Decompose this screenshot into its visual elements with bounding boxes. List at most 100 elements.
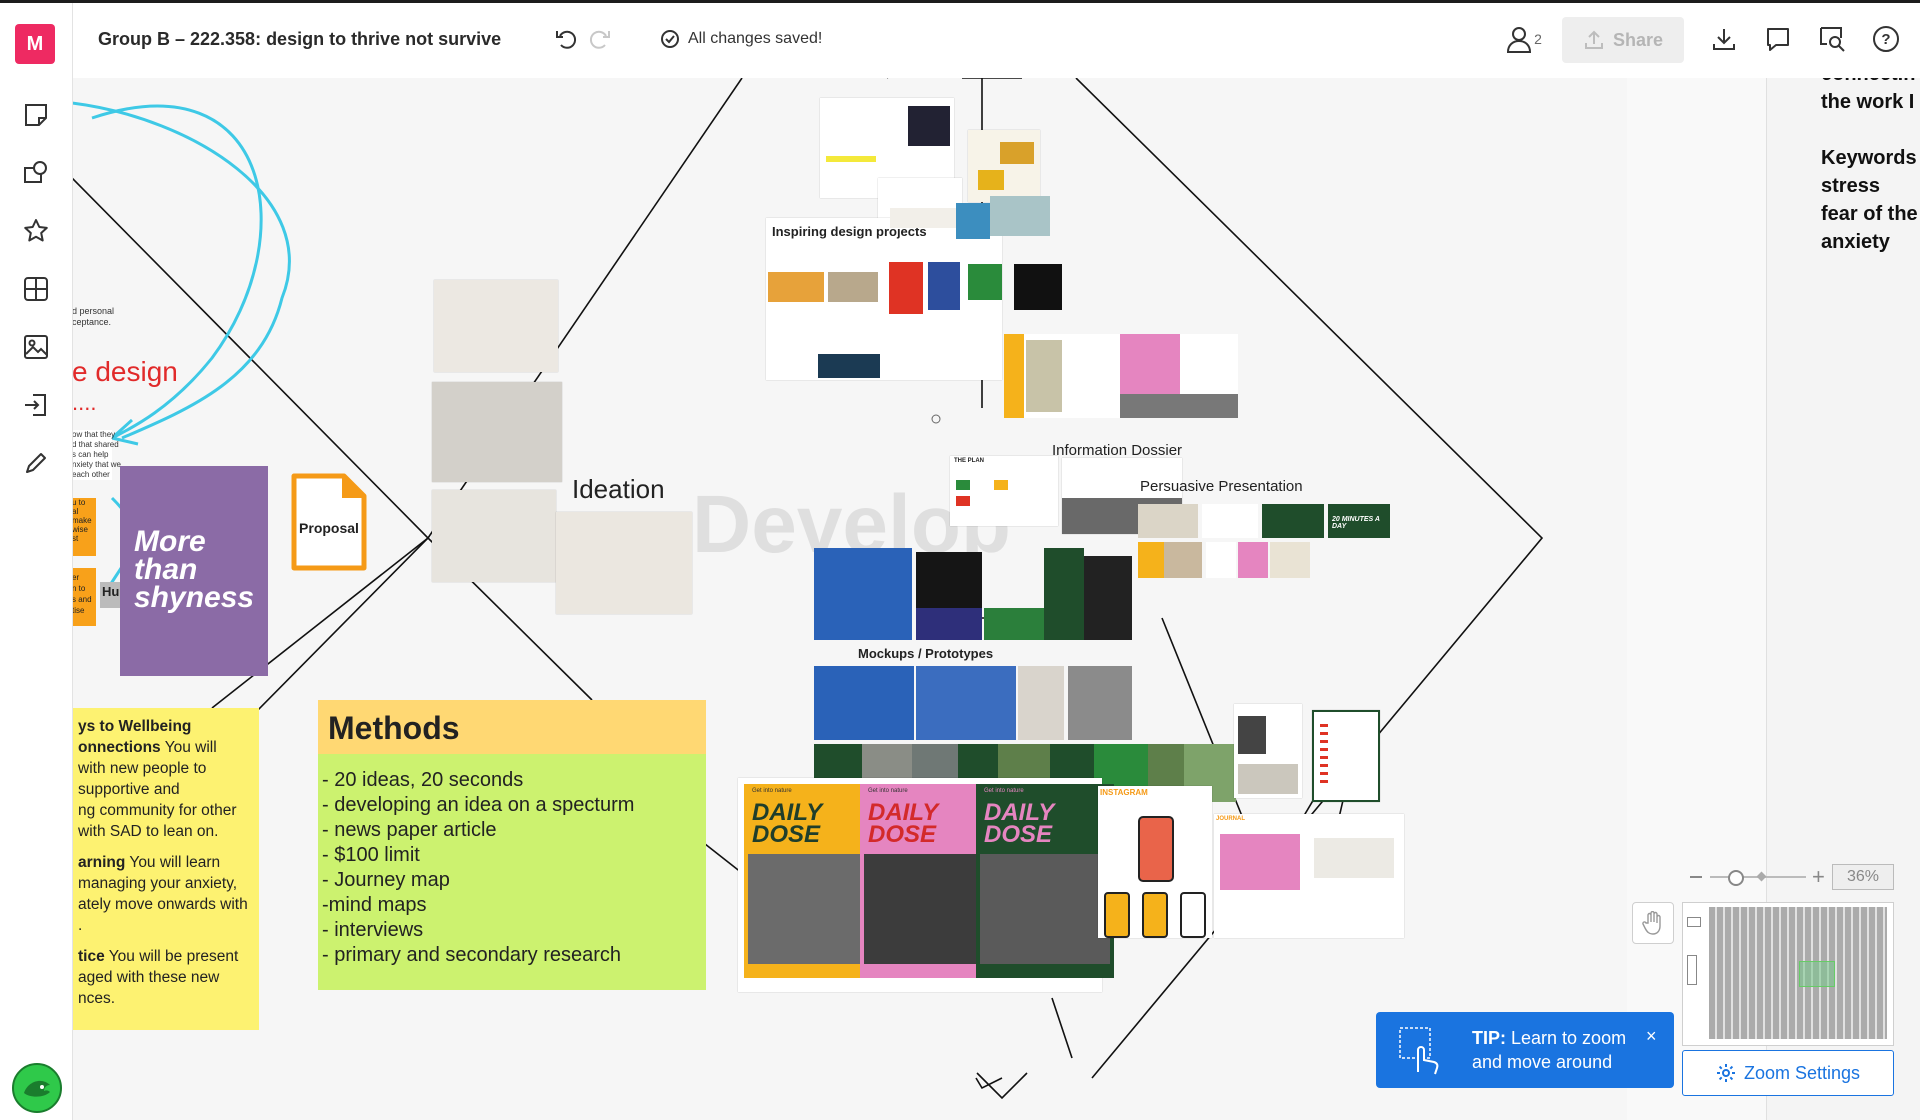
- wellbeing-sticky[interactable]: ys to Wellbeing onnections You will with…: [72, 708, 259, 1030]
- download-button[interactable]: [1706, 21, 1742, 57]
- mockup-photo[interactable]: [984, 608, 1046, 640]
- left-toolbar: M: [0, 3, 73, 1120]
- presentation-slide[interactable]: [1206, 542, 1236, 578]
- methods-sticky[interactable]: Methods - 20 ideas, 20 seconds - develop…: [318, 700, 706, 990]
- task-list-doc[interactable]: [1312, 710, 1380, 802]
- zoom-in-icon[interactable]: +: [1812, 864, 1825, 889]
- share-button[interactable]: Share: [1562, 17, 1684, 63]
- pan-hand-button[interactable]: [1632, 902, 1674, 944]
- orange-snippet: wise: [72, 525, 89, 534]
- tip-close-icon[interactable]: ×: [1646, 1026, 1657, 1046]
- daily-dose-poster-3[interactable]: Get into nature DAILY DOSE: [976, 784, 1114, 978]
- orange-sticky-1[interactable]: u to al make wise st: [72, 498, 96, 556]
- note-line: Keywords: [1821, 147, 1917, 169]
- mockup-photo[interactable]: [916, 608, 982, 640]
- mockup-photo[interactable]: [1068, 666, 1132, 740]
- methods-item: - news paper article: [322, 819, 497, 841]
- ideation-photo-3[interactable]: [432, 490, 556, 582]
- note-line: anxiety: [1821, 231, 1890, 253]
- board-title[interactable]: Group B – 222.358: design to thrive not …: [98, 29, 502, 49]
- undo-button[interactable]: [550, 23, 582, 55]
- presentation-slide[interactable]: [1238, 542, 1268, 578]
- mockup-photo[interactable]: [814, 548, 912, 640]
- phone-mockup: [1138, 816, 1174, 882]
- event-flyer[interactable]: [1234, 704, 1302, 798]
- zoom-level[interactable]: 36%: [1832, 864, 1894, 890]
- proposal-label: Proposal: [299, 520, 359, 536]
- favorites-tool[interactable]: [16, 211, 56, 251]
- plan-label: THE PLAN: [954, 458, 984, 464]
- research-doc-3[interactable]: [968, 130, 1040, 202]
- note-line: the work I: [1821, 91, 1915, 113]
- dossier-accent: [1120, 334, 1180, 398]
- wellbeing-line: ng community for other: [78, 802, 237, 819]
- daily-dose-poster-1[interactable]: Get into nature DAILY DOSE: [744, 784, 882, 978]
- upload-icon: [1584, 30, 1603, 49]
- comments-button[interactable]: [1760, 21, 1796, 57]
- minimap-content: [1709, 907, 1887, 1039]
- ideation-photo-1[interactable]: [434, 280, 558, 372]
- poster-photo: [748, 854, 878, 964]
- ideation-photo-2[interactable]: [432, 382, 562, 482]
- phone-mockup: [1104, 892, 1130, 938]
- proposal-doc[interactable]: Proposal: [290, 472, 368, 572]
- grid-tool[interactable]: [16, 269, 56, 309]
- pen-tool[interactable]: [16, 443, 56, 483]
- plan-doc[interactable]: THE PLAN: [950, 456, 1058, 526]
- instagram-board[interactable]: INSTAGRAM: [1098, 786, 1212, 938]
- board-canvas[interactable]: Develop d personal ceptance. e design ..…: [72, 78, 1628, 1120]
- collage-tile[interactable]: [968, 264, 1002, 300]
- top-border: [0, 0, 1920, 3]
- mockup-photo[interactable]: [1084, 556, 1132, 640]
- collage-tile[interactable]: [990, 196, 1050, 236]
- presentation-slide[interactable]: [1262, 504, 1324, 538]
- logo-sticker[interactable]: [890, 208, 970, 228]
- dossier-spread-1[interactable]: [1004, 334, 1120, 418]
- inspiring-image: [818, 354, 880, 378]
- help-button[interactable]: ?: [1868, 21, 1904, 57]
- hand-icon: [1642, 911, 1661, 935]
- redo-button[interactable]: [584, 23, 616, 55]
- collage-tile[interactable]: [928, 262, 960, 310]
- presentation-slide[interactable]: [1138, 542, 1164, 578]
- zoom-settings-button[interactable]: Zoom Settings: [1682, 1050, 1894, 1096]
- shapes-tool[interactable]: [16, 153, 56, 193]
- tip-toast[interactable]: TIP: Learn to zoom and move around ×: [1376, 1012, 1674, 1088]
- ideation-photo-4[interactable]: [556, 512, 692, 614]
- mockup-photo[interactable]: [916, 666, 1016, 740]
- wellbeing-line: ately move onwards with: [78, 896, 248, 913]
- presentation-slide[interactable]: [1164, 542, 1202, 578]
- journal-board[interactable]: JOURNAL: [1214, 814, 1404, 938]
- wellbeing-bold: arning: [78, 854, 126, 871]
- minimap[interactable]: [1682, 902, 1894, 1046]
- app-logo[interactable]: M: [15, 24, 55, 64]
- image-tool[interactable]: [16, 327, 56, 367]
- minimap-viewport[interactable]: [1799, 961, 1835, 987]
- collage-tile[interactable]: [889, 262, 923, 314]
- sticky-note-tool[interactable]: [16, 95, 56, 135]
- presentation-slide[interactable]: [1138, 504, 1198, 538]
- mockup-photo[interactable]: [814, 666, 914, 740]
- dossier-spread-2[interactable]: [1120, 334, 1238, 418]
- mockup-photo[interactable]: [916, 552, 982, 608]
- wellbeing-text: You will learn: [125, 854, 221, 871]
- collaborators-button[interactable]: 2: [1500, 21, 1548, 57]
- search-board-button[interactable]: [1814, 21, 1850, 57]
- import-tool[interactable]: [16, 385, 56, 425]
- user-avatar[interactable]: [12, 1063, 62, 1113]
- zoom-out-icon[interactable]: [1690, 876, 1702, 878]
- presentation-slide[interactable]: [1202, 504, 1258, 538]
- inspiring-projects-board[interactable]: Inspiring design projects: [766, 218, 1002, 380]
- presentation-slide[interactable]: [1270, 542, 1310, 578]
- daily-dose-poster-2[interactable]: Get into nature DAILY DOSE: [860, 784, 998, 978]
- image-icon: [24, 335, 48, 359]
- collage-tile[interactable]: [1014, 264, 1062, 310]
- mockup-photo[interactable]: [1044, 548, 1084, 640]
- collage-tile[interactable]: [956, 203, 990, 239]
- presentation-slide-20min[interactable]: 20 MINUTES A DAY: [1328, 504, 1390, 538]
- orange-sticky-2[interactable]: er n to s and tise: [72, 568, 96, 626]
- zoom-slider-handle[interactable]: [1728, 870, 1744, 886]
- more-than-shyness-card[interactable]: More than shyness: [120, 466, 268, 676]
- mockup-photo[interactable]: [1018, 666, 1064, 740]
- dossier-image: [1026, 340, 1062, 412]
